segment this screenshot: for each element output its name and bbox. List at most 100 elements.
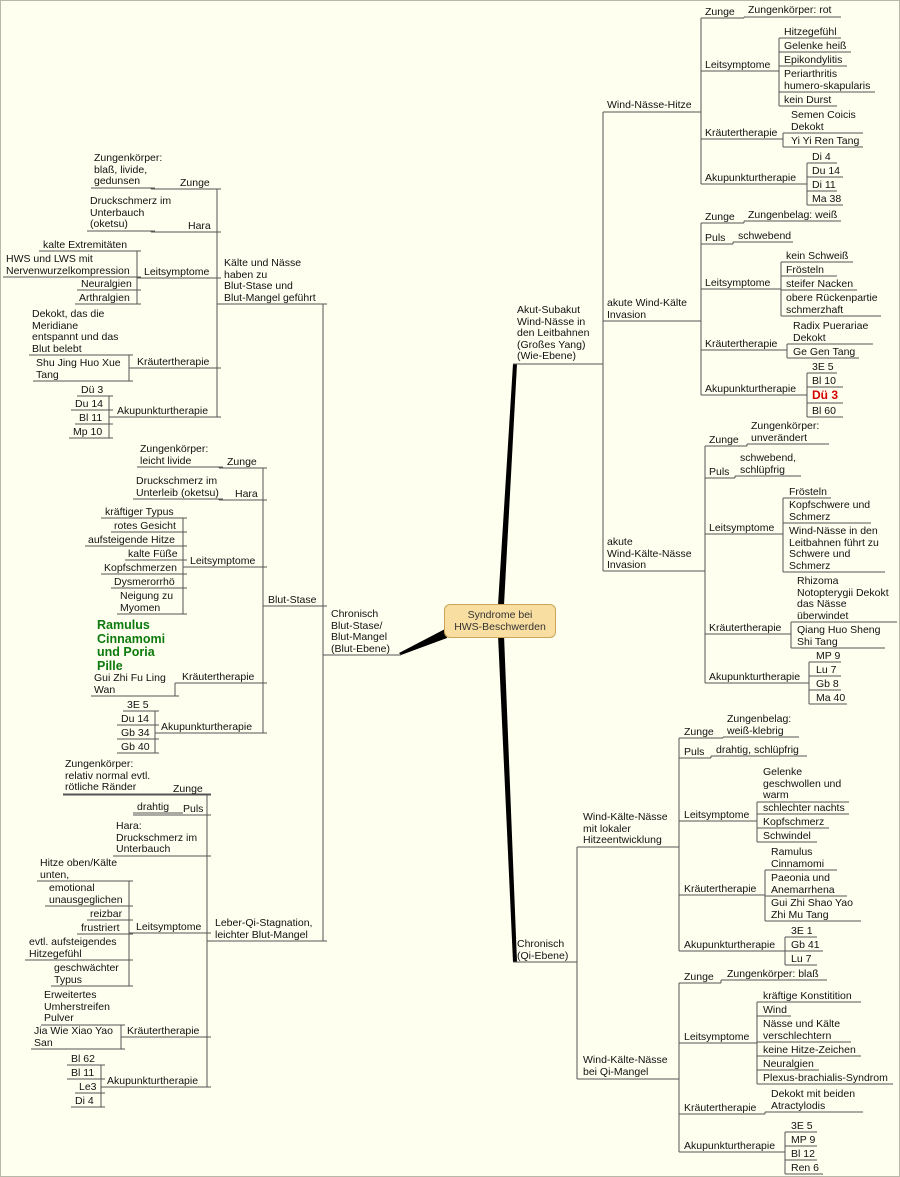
node-gui-zhi-shao-yao[interactable]: Gui Zhi Shao Yao Zhi Mu Tang <box>771 897 853 921</box>
node-le3[interactable]: Le3 <box>79 1081 97 1093</box>
node-shu-jing-huo-xue[interactable]: Shu Jing Huo Xue Tang <box>36 357 121 381</box>
node-akute-wind-kälte[interactable]: akute Wind-Kälte Invasion <box>607 297 687 321</box>
node-zunge[interactable]: Zunge <box>180 177 210 189</box>
node-periarthritis[interactable]: Periarthritis humero-skapularis <box>784 68 871 92</box>
node-kein-durst[interactable]: kein Durst <box>784 94 832 106</box>
node-rotes-gesicht[interactable]: rotes Gesicht <box>114 520 176 532</box>
node-akut-subakut[interactable]: Akut-Subakut Wind-Nässe in den Leitbahne… <box>517 304 590 362</box>
node-evtl-aufsteigendes[interactable]: evtl. aufsteigendes Hitzegefühl <box>29 936 117 960</box>
node-kräutertherapie[interactable]: Kräutertherapie <box>684 883 757 895</box>
node-kräutertherapie[interactable]: Kräutertherapie <box>709 622 782 634</box>
node-schlechter-nachts[interactable]: schlechter nachts <box>763 802 845 814</box>
node-chronisch[interactable]: Chronisch Blut-Stase/ Blut-Mangel (Blut-… <box>331 608 390 655</box>
node-akupunkturtherapie[interactable]: Akupunkturtherapie <box>684 939 776 951</box>
node-erweitertes[interactable]: Erweitertes Umherstreifen Pulver <box>44 989 110 1024</box>
node-bl-62[interactable]: Bl 62 <box>71 1053 95 1065</box>
node-jia-wie-xiao-yao[interactable]: Jia Wie Xiao Yao San <box>34 1025 113 1049</box>
node-hara[interactable]: Hara <box>235 488 258 500</box>
node-kopfschmerzen[interactable]: Kopfschmerzen <box>104 562 177 574</box>
node-keine-hitze-zeichen[interactable]: keine Hitze-Zeichen <box>763 1044 856 1056</box>
node-zungenbelag[interactable]: Zungenbelag: weiß-klebrig <box>727 713 792 737</box>
node-gb-41[interactable]: Gb 41 <box>791 939 820 951</box>
root-topic[interactable]: Syndrome bei HWS-Beschwerden <box>444 604 556 638</box>
node-zunge[interactable]: Zunge <box>705 6 735 18</box>
node-schwebend[interactable]: schwebend, schlüpfrig <box>740 452 797 476</box>
node-gb-8[interactable]: Gb 8 <box>816 678 839 690</box>
node-zunge[interactable]: Zunge <box>173 783 203 795</box>
node-3e-5[interactable]: 3E 5 <box>127 699 149 711</box>
node-3e-5[interactable]: 3E 5 <box>791 1120 813 1132</box>
node-dekokt-mit-beiden[interactable]: Dekokt mit beiden Atractylodis <box>771 1088 856 1112</box>
node-mp-9[interactable]: MP 9 <box>791 1134 816 1146</box>
node-schwindel[interactable]: Schwindel <box>763 830 811 842</box>
node-du-14[interactable]: Du 14 <box>121 713 150 725</box>
node-dü-3[interactable]: Dü 3 <box>81 384 104 396</box>
node-drahtig[interactable]: drahtig <box>137 801 170 813</box>
node-leitsymptome[interactable]: Leitsymptome <box>709 522 775 534</box>
node-wind-kälte-nässe[interactable]: Wind-Kälte-Nässe bei Qi-Mangel <box>583 1054 668 1078</box>
node-zungenkörper-rot[interactable]: Zungenkörper: rot <box>748 4 832 16</box>
node-zunge[interactable]: Zunge <box>227 456 257 468</box>
node-nässe-und-kälte[interactable]: Nässe und Kälte verschlechtern <box>763 1018 841 1042</box>
node-zungenkörper[interactable]: Zungenkörper: relativ normal evtl. rötli… <box>65 758 151 793</box>
node-rhizoma[interactable]: Rhizoma Notopterygii Dekokt das Nässe üb… <box>797 575 889 622</box>
node-puls[interactable]: Puls <box>705 232 726 244</box>
node-bl-60[interactable]: Bl 60 <box>812 405 836 417</box>
node-bl-10[interactable]: Bl 10 <box>812 375 836 387</box>
node-kräutertherapie[interactable]: Kräutertherapie <box>137 356 210 368</box>
node-mp-10[interactable]: Mp 10 <box>73 426 103 438</box>
node-zunge[interactable]: Zunge <box>684 971 714 983</box>
node-zungenbelag-weiß[interactable]: Zungenbelag: weiß <box>748 209 838 221</box>
node-akupunkturtherapie[interactable]: Akupunkturtherapie <box>705 383 797 395</box>
node-blut-stase[interactable]: Blut-Stase <box>268 594 317 606</box>
node-gb-34[interactable]: Gb 34 <box>121 727 150 739</box>
node-gelenke[interactable]: Gelenke geschwollen und warm <box>763 766 842 801</box>
node-leitsymptome[interactable]: Leitsymptome <box>136 921 202 933</box>
node-kälte-und-nässe[interactable]: Kälte und Nässe haben zu Blut-Stase und … <box>224 257 316 304</box>
node-zungenkörper[interactable]: Zungenkörper: blaß, livide, gedunsen <box>94 152 163 187</box>
node-hitzegefühl[interactable]: Hitzegefühl <box>784 26 837 38</box>
node-ge-gen-tang[interactable]: Ge Gen Tang <box>793 346 856 358</box>
node-mp-9[interactable]: MP 9 <box>816 650 841 662</box>
node-leitsymptome[interactable]: Leitsymptome <box>144 266 210 278</box>
node-kalte-extremitäten[interactable]: kalte Extremitäten <box>43 239 128 251</box>
node-du-14[interactable]: Du 14 <box>812 165 841 177</box>
node-ren-6[interactable]: Ren 6 <box>791 1162 820 1174</box>
node-leitsymptome[interactable]: Leitsymptome <box>190 555 256 567</box>
node-puls[interactable]: Puls <box>183 803 204 815</box>
node-wind-kälte-nässe[interactable]: Wind-Kälte-Nässe mit lokaler Hitzeentwic… <box>583 811 668 846</box>
node-druckschmerz-im[interactable]: Druckschmerz im Unterbauch (oketsu) <box>90 195 172 230</box>
node-du-14[interactable]: Du 14 <box>75 398 104 410</box>
node-bl-12[interactable]: Bl 12 <box>791 1148 815 1160</box>
node-hara[interactable]: Hara <box>188 220 211 232</box>
node-kräftiger-typus[interactable]: kräftiger Typus <box>105 506 174 518</box>
node-obere-rückenpartie[interactable]: obere Rückenpartie schmerzhaft <box>786 292 878 316</box>
node-leitsymptome[interactable]: Leitsymptome <box>684 809 750 821</box>
node-neuralgien[interactable]: Neuralgien <box>763 1058 814 1070</box>
node-hara[interactable]: Hara: Druckschmerz im Unterbauch <box>116 820 198 855</box>
node-druckschmerz-im[interactable]: Druckschmerz im Unterleib (oketsu) <box>136 475 219 499</box>
node-3e-5[interactable]: 3E 5 <box>812 361 834 373</box>
node-kräutertherapie[interactable]: Kräutertherapie <box>182 671 255 683</box>
node-ma-40[interactable]: Ma 40 <box>816 692 846 704</box>
node-akute[interactable]: akute Wind-Kälte-Nässe Invasion <box>607 536 692 571</box>
node-zunge[interactable]: Zunge <box>684 726 714 738</box>
node-wind[interactable]: Wind <box>763 1004 787 1016</box>
node-neuralgien[interactable]: Neuralgien <box>81 278 132 290</box>
node-kräutertherapie[interactable]: Kräutertherapie <box>684 1102 757 1114</box>
node-gb-40[interactable]: Gb 40 <box>121 741 150 753</box>
node-gui-zhi-fu-ling[interactable]: Gui Zhi Fu Ling Wan <box>94 672 166 696</box>
node-puls[interactable]: Puls <box>709 466 730 478</box>
node-frustriert[interactable]: frustriert <box>81 922 120 934</box>
node-dü-3[interactable]: Dü 3 <box>812 388 839 402</box>
node-plexus-brachialis-syndrom[interactable]: Plexus-brachialis-Syndrom <box>763 1072 888 1084</box>
node-schwebend[interactable]: schwebend <box>738 230 792 242</box>
node-akupunkturtherapie[interactable]: Akupunkturtherapie <box>684 1140 776 1152</box>
node-kopfschwere-und[interactable]: Kopfschwere und Schmerz <box>789 499 871 523</box>
node-di-11[interactable]: Di 11 <box>812 179 836 191</box>
node-yi-yi-ren-tang[interactable]: Yi Yi Ren Tang <box>791 135 860 147</box>
node-ramulus[interactable]: Ramulus Cinnamomi und Poria Pille <box>97 618 166 673</box>
node-kräutertherapie[interactable]: Kräutertherapie <box>705 338 778 350</box>
node-3e-1[interactable]: 3E 1 <box>791 925 813 937</box>
node-epikondylitis[interactable]: Epikondylitis <box>784 54 843 66</box>
